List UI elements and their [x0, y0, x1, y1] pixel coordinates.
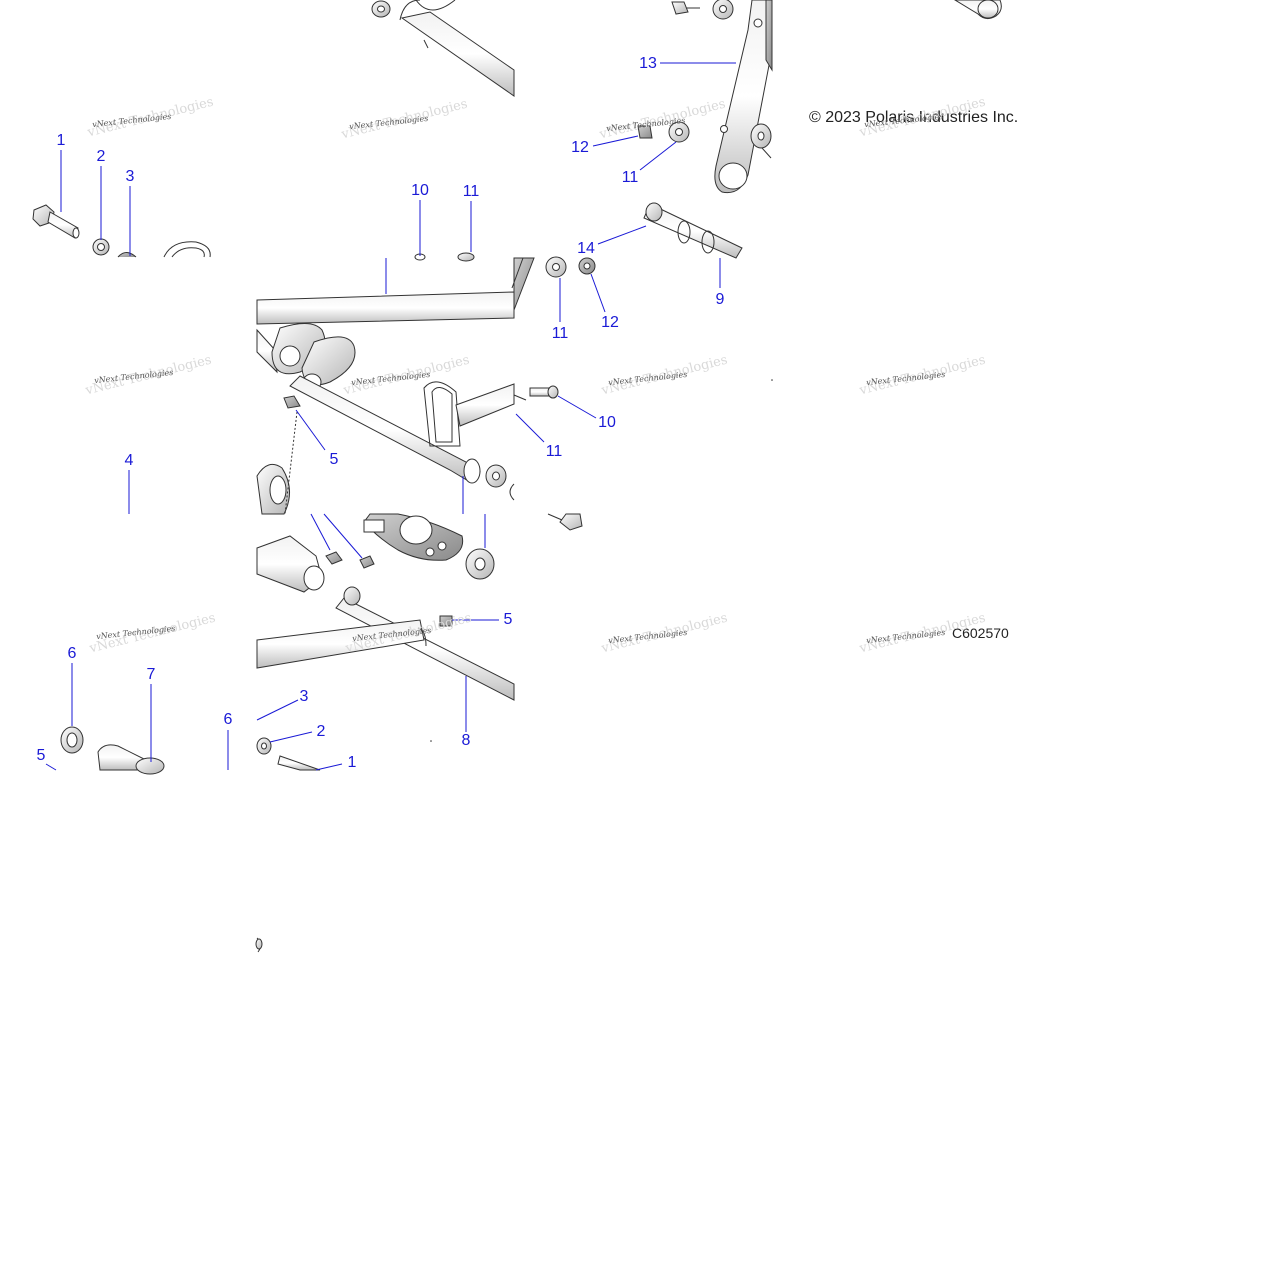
callout-6: 6: [223, 711, 233, 728]
radius-rod-link: [637, 0, 773, 259]
leader-lines: [45, 62, 736, 771]
callout-1: 1: [347, 754, 357, 771]
callout-10: 10: [411, 182, 429, 199]
tube-end-fragment: [954, 0, 1002, 20]
callout-9: 9: [715, 291, 725, 308]
a-arm-top-fragment: [371, 0, 515, 97]
lower-a-arm: [256, 513, 583, 701]
callout-11: 11: [545, 443, 563, 460]
callout-14: 14: [577, 240, 595, 257]
callout-11: 11: [621, 169, 639, 186]
callout-11: 11: [462, 183, 480, 200]
callout-2: 2: [316, 723, 326, 740]
callout-5: 5: [36, 747, 46, 764]
callout-3: 3: [299, 688, 309, 705]
a-arm-main-tube: [256, 257, 535, 515]
figure-id: C602570: [952, 625, 1009, 641]
callout-5: 5: [503, 611, 513, 628]
callout-11: 11: [551, 325, 569, 342]
dot-mark: [771, 379, 773, 381]
dot-mark: [430, 740, 432, 742]
callout-12: 12: [601, 314, 619, 331]
callout-7: 7: [146, 666, 156, 683]
bushing-set-left: [60, 726, 321, 953]
callout-12: 12: [571, 139, 589, 156]
callout-10: 10: [598, 414, 616, 431]
copyright-notice: © 2023 Polaris Industries Inc.: [809, 109, 1019, 126]
callout-4: 4: [124, 452, 134, 469]
bolt-set-right: [414, 252, 596, 399]
callout-8: 8: [461, 732, 471, 749]
callout-5: 5: [329, 451, 339, 468]
callout-6: 6: [67, 645, 77, 662]
callout-2: 2: [96, 148, 106, 165]
callout-1: 1: [56, 132, 66, 149]
callout-13: 13: [639, 55, 657, 72]
bolt-washer-set-left: [32, 204, 211, 258]
callout-3: 3: [125, 168, 135, 185]
